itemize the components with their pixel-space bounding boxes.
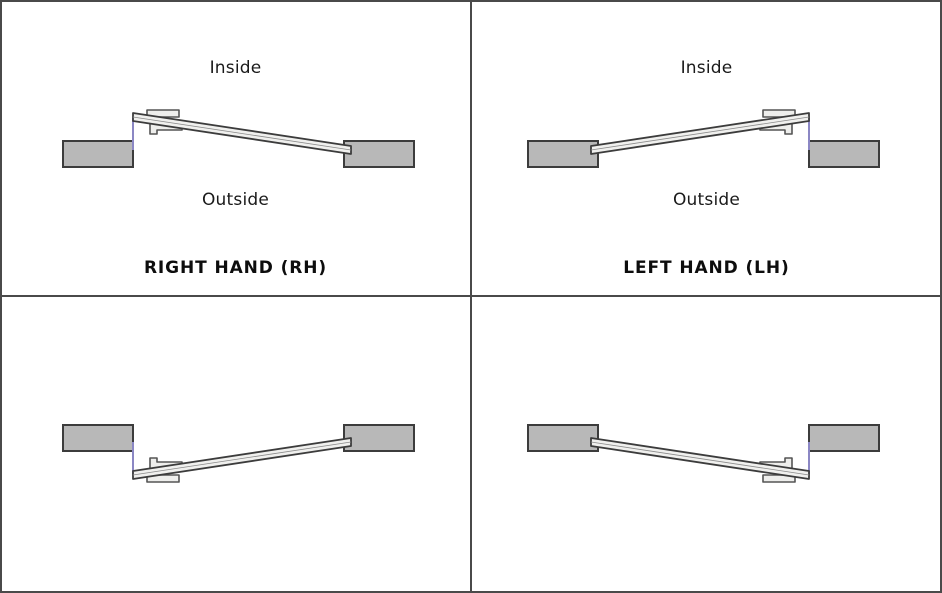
lh-wall-right — [808, 140, 880, 168]
lhr-door-leaf — [590, 437, 810, 480]
rh-title-label: RIGHT HAND (RH) — [143, 258, 328, 278]
rh-door-leaf — [132, 112, 352, 155]
rhr-illustration — [62, 424, 415, 483]
lhr-illustration — [527, 424, 880, 483]
rhr-wall-left — [62, 424, 134, 452]
rh-wall-left — [62, 140, 134, 168]
rh-inside-label: Inside — [209, 58, 262, 78]
panel-left-hand-reverse: Inside Outside LEFT HAND REVERSE (LHR) — [471, 296, 942, 593]
panel-right-hand-reverse: Inside Outside RIGHT HAND REVERSE (RHR) — [0, 296, 471, 593]
lhr-wall-left — [527, 424, 599, 452]
lh-door-leaf — [590, 112, 810, 155]
lh-wall-left — [527, 140, 599, 168]
rh-wall-right — [343, 140, 415, 168]
lh-title-label: LEFT HAND (LH) — [623, 258, 790, 278]
panel-left-hand: Inside Outside LEFT HAND (LH) — [471, 0, 942, 296]
lh-inside-label: Inside — [680, 58, 733, 78]
rhr-wall-right — [343, 424, 415, 452]
lh-outside-label: Outside — [672, 190, 741, 210]
rh-illustration — [62, 109, 415, 168]
panel-right-hand: Inside Outside RIGHT HAND (RH) — [0, 0, 471, 296]
rhr-door-leaf — [132, 437, 352, 480]
lhr-wall-right — [808, 424, 880, 452]
rh-outside-label: Outside — [201, 190, 270, 210]
lh-illustration — [527, 109, 880, 168]
